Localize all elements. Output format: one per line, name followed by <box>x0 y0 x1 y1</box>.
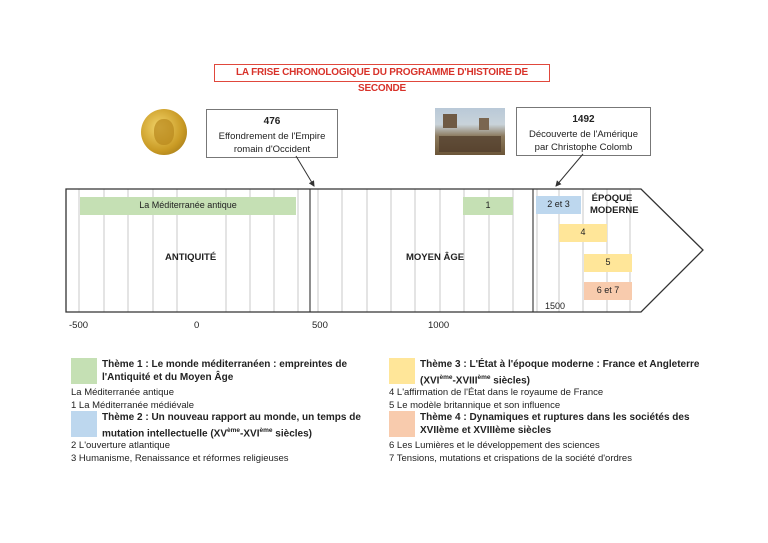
legend-theme3: Thème 3 : L'État à l'époque moderne : Fr… <box>420 358 699 387</box>
bar-mediterranee-antique: La Méditerranée antique <box>80 197 296 215</box>
legend-text: siècles) <box>273 428 312 439</box>
era-label-line: MODERNE <box>590 205 634 217</box>
legend-theme-line: Thème 2 : Un nouveau rapport au monde, u… <box>102 411 361 424</box>
legend-swatch-theme4 <box>389 411 415 437</box>
legend-item: La Méditerranée antique <box>71 387 174 399</box>
legend-theme-line: (XVIème-XVIIIème siècles) <box>420 371 699 387</box>
legend-item: 7 Tensions, mutations et crispations de … <box>389 453 632 465</box>
legend-swatch-theme2 <box>71 411 97 437</box>
legend-theme-line: XVIIème et XVIIIème siècles <box>420 424 690 437</box>
axis-tick: 1000 <box>428 320 449 331</box>
legend-theme-line: Thème 4 : Dynamiques et ruptures dans le… <box>420 411 690 424</box>
legend-text: -XVIII <box>452 375 477 386</box>
era-moyen-age: MOYEN ÂGE <box>406 252 464 263</box>
legend-theme4: Thème 4 : Dynamiques et ruptures dans le… <box>420 411 690 437</box>
bar-theme4-items: 6 et 7 <box>584 282 632 300</box>
legend-text: mutation intellectuelle (XV <box>102 428 227 439</box>
bar-theme3-item4: 4 <box>559 224 607 242</box>
axis-tick: -500 <box>69 320 88 331</box>
era-epoque-moderne: ÉPOQUE MODERNE <box>590 193 634 217</box>
legend-item: 3 Humanisme, Renaissance et réformes rel… <box>71 453 289 465</box>
legend-text: (XVI <box>420 375 439 386</box>
legend-theme-line: Thème 1 : Le monde méditerranéen : empre… <box>102 358 347 371</box>
legend-text: -XVI <box>240 428 259 439</box>
legend-theme-line: l'Antiquité et du Moyen Âge <box>102 371 347 384</box>
era-antiquite: ANTIQUITÉ <box>165 252 216 263</box>
timeline-frame <box>0 0 768 340</box>
legend-sup: ème <box>227 427 240 434</box>
legend-swatch-theme1 <box>71 358 97 384</box>
era-label-line: ÉPOQUE <box>590 193 634 205</box>
bar-theme2-items: 2 et 3 <box>536 196 581 214</box>
legend-sup: ème <box>260 427 273 434</box>
axis-tick: 500 <box>312 320 328 331</box>
legend-item: 4 L'affirmation de l'État dans le royaum… <box>389 387 603 399</box>
legend-item: 6 Les Lumières et le développement des s… <box>389 440 600 452</box>
axis-tick: 0 <box>194 320 199 331</box>
legend-theme2: Thème 2 : Un nouveau rapport au monde, u… <box>102 411 361 440</box>
legend-theme1: Thème 1 : Le monde méditerranéen : empre… <box>102 358 347 384</box>
legend-theme-line: Thème 3 : L'État à l'époque moderne : Fr… <box>420 358 699 371</box>
bar-theme3-item5: 5 <box>584 254 632 272</box>
legend-text: siècles) <box>491 375 530 386</box>
legend-swatch-theme3 <box>389 358 415 384</box>
legend-sup: ème <box>477 374 490 381</box>
bar-theme1-item1: 1 <box>463 197 513 215</box>
legend-item: 2 L'ouverture atlantique <box>71 440 170 452</box>
legend-theme-line: mutation intellectuelle (XVème-XVIème si… <box>102 424 361 440</box>
label-1500: 1500 <box>545 301 565 311</box>
legend-sup: ème <box>439 374 452 381</box>
